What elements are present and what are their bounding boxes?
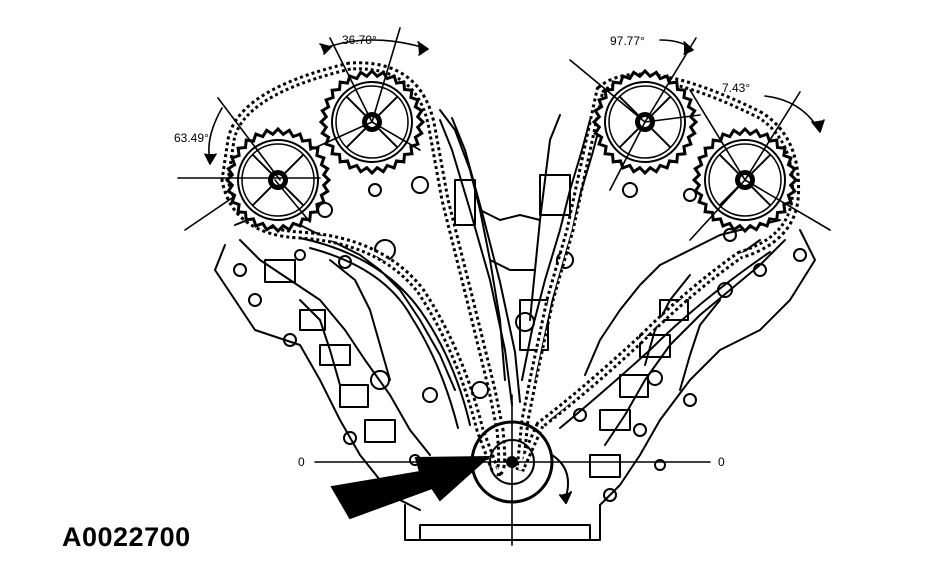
pointer-arrow <box>330 455 491 520</box>
angle-label-right-inner: 97.77° <box>610 34 645 48</box>
zero-label-right: 0 <box>718 455 725 469</box>
left-outer-camshaft-sprocket <box>224 126 332 234</box>
angle-label-left-inner: 36.70° <box>342 33 377 47</box>
angle-dimensions <box>177 27 831 546</box>
zero-label-left: 0 <box>298 455 305 469</box>
angle-label-left-outer: 63.49° <box>174 131 209 145</box>
right-bank-chain <box>515 72 801 472</box>
engine-block <box>214 109 816 541</box>
sprockets <box>224 68 799 234</box>
figure-id: A0022700 <box>62 522 191 552</box>
bolt-holes <box>233 176 807 502</box>
left-bank-chain <box>220 61 507 477</box>
angle-label-right-outer: 7.43° <box>722 81 750 95</box>
